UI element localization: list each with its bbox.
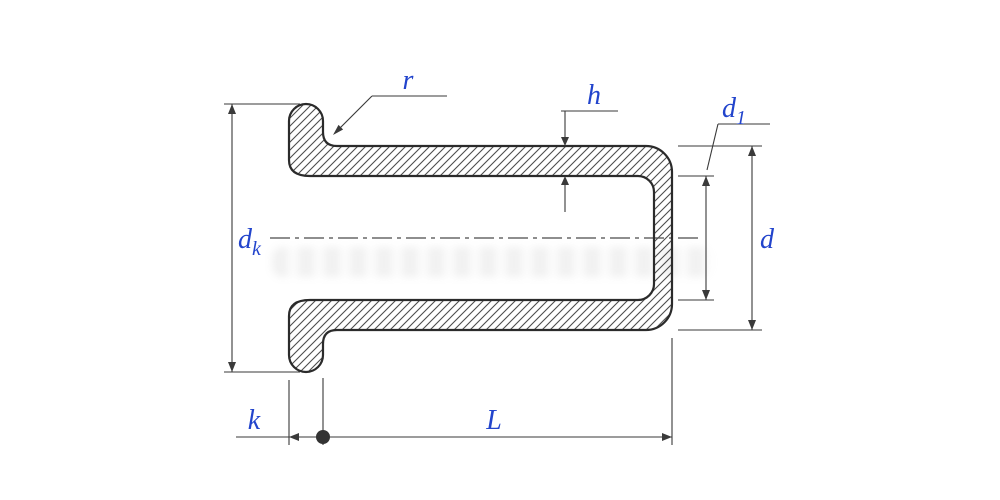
dimension-h: h [561, 80, 618, 212]
datum-dot [316, 430, 330, 444]
watermark [272, 247, 712, 277]
dimension-dk: dk [224, 103, 300, 373]
arrowhead-down-icon [748, 320, 756, 330]
arrowhead-left-icon [289, 433, 299, 441]
label-h: h [587, 80, 601, 111]
arrowhead-right-icon [662, 433, 672, 441]
dimension-k-and-L: k L [236, 338, 673, 445]
label-L: L [485, 405, 502, 436]
arrowhead-down-icon [228, 362, 236, 372]
dimension-d: d [678, 145, 775, 331]
dimension-r: r [333, 65, 447, 135]
arrowhead-down-icon [561, 137, 569, 146]
label-k: k [248, 405, 261, 436]
label-r: r [403, 65, 414, 96]
label-d: d [760, 224, 775, 255]
arrowhead-up-icon [702, 176, 710, 186]
arrowhead-leader-icon [333, 124, 344, 135]
leader-line [337, 95, 373, 131]
dimension-d1: d1 [678, 93, 770, 301]
label-dk: dk [238, 224, 262, 260]
arrowhead-up-icon [748, 146, 756, 156]
leader-line [706, 123, 719, 171]
rivet-section-outline [287, 102, 674, 374]
arrowhead-down-icon [702, 290, 710, 300]
arrowhead-up-icon [228, 104, 236, 114]
label-d1: d1 [722, 93, 746, 129]
arrowhead-up-icon [561, 176, 569, 185]
